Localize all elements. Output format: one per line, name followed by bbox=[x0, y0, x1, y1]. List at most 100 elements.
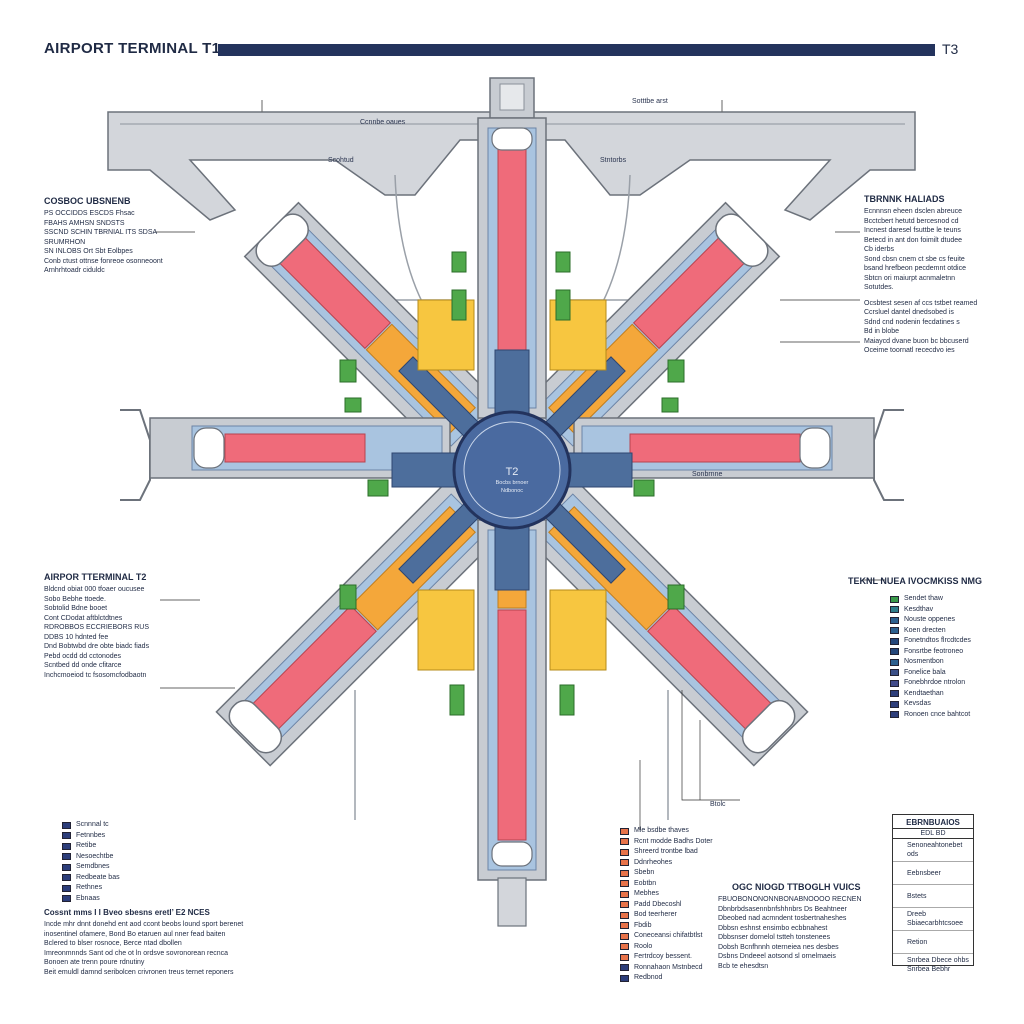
legend-swatch bbox=[62, 821, 71, 829]
legend-item: Sendet thaw bbox=[890, 594, 982, 605]
page-title: AIRPORT TERMINAL T1, bbox=[44, 40, 225, 57]
info-bottom-center-heading: OGC NIOGD TTBOGLH VUICS bbox=[732, 882, 861, 892]
legend-label: Fonsrtbe feotroneo bbox=[904, 647, 964, 655]
info-line: DDBS 10 hdnted fee bbox=[44, 633, 109, 641]
info-line: Ecnnnsn eheen dsclen abreuce bbox=[864, 208, 963, 215]
legend-label: Sbebn bbox=[634, 869, 655, 877]
info-line: FBAHS AMHSN SNDSTS bbox=[44, 219, 125, 227]
legend-swatch bbox=[620, 943, 629, 951]
legend-label: Redbeate bas bbox=[76, 873, 120, 881]
hub-sublabel-2: Ndbonoc bbox=[500, 488, 524, 494]
legend-swatch bbox=[620, 827, 629, 835]
legend-swatch bbox=[890, 669, 899, 677]
terminal-info-row: Eebnsbeer bbox=[893, 862, 973, 885]
info-mid-left: AIRPOR TTERMINAL T2 Bldcnd obiat 000 tfo… bbox=[44, 572, 149, 680]
legend-swatch bbox=[620, 890, 629, 898]
legend-swatch bbox=[890, 658, 899, 666]
info-line: Pebd ocdd dd cctonodes bbox=[44, 652, 122, 660]
info-mid-left-heading: AIRPOR TTERMINAL T2 bbox=[44, 572, 147, 582]
terminal-info-row: Retion bbox=[893, 931, 973, 954]
terminal-t3-label: T3 bbox=[942, 41, 959, 57]
legend-swatch bbox=[890, 595, 899, 603]
legend-item: Fonetndtos flrcdtcdes bbox=[890, 636, 982, 647]
legend-item: Sbebn bbox=[620, 868, 713, 879]
legend-item: Mebhes bbox=[620, 889, 713, 900]
legend-item: Scnnnal tc bbox=[62, 820, 120, 831]
legend-label: Nouste oppenes bbox=[904, 616, 955, 624]
terminal-info-row: Snrbea Dbece ohbs Snrbea Bebhr bbox=[907, 957, 969, 973]
legend-label: Koen drecten bbox=[904, 626, 946, 634]
info-line: Betecd in ant don foimilt dtudee bbox=[864, 236, 963, 244]
info-line: Sobtolid Bdne booet bbox=[44, 605, 108, 612]
info-line: Bd in blobe bbox=[864, 328, 900, 335]
legend-label: Nosmentbon bbox=[904, 658, 944, 666]
title-bar bbox=[218, 44, 935, 56]
legend-item: Redbeate bas bbox=[62, 873, 120, 884]
legend-swatch bbox=[890, 711, 899, 719]
info-line: Dbeobed nad acmndent tosbertnaheshes bbox=[718, 915, 847, 922]
legend-swatch bbox=[620, 911, 629, 919]
info-line: SRUMRHON bbox=[44, 238, 86, 246]
info-line: SSCND SCHIN TBRNIAL ITS SDSA bbox=[44, 229, 158, 236]
legend-label: Nesoechtbe bbox=[76, 852, 114, 860]
info-line: Imreonmnnds Sant od che ot ln ordsve sov… bbox=[44, 949, 229, 957]
info-line: Sobo Bebhe ttoede. bbox=[44, 595, 106, 603]
legend-item: Ronoen cnce bahtcot bbox=[890, 710, 982, 721]
legend-item: Fetnnbes bbox=[62, 831, 120, 842]
info-upper-right: TBRNNK HALIADS Ecnnnsn eheen dsclen abre… bbox=[864, 194, 977, 356]
legend-item: Coneceansi chifatbtlst bbox=[620, 931, 713, 942]
info-line: Bcb te ehesdtsn bbox=[718, 962, 769, 970]
hub-label: T2 bbox=[505, 466, 519, 478]
legend-label: Bod teerherer bbox=[634, 911, 677, 919]
legend-label: Eobtbn bbox=[634, 879, 657, 887]
info-line: Cont CDodat aftblctdtnes bbox=[44, 614, 123, 622]
legend-item: Padd Dbecoshl bbox=[620, 900, 713, 911]
legend-item: Bod teerherer bbox=[620, 910, 713, 921]
legend-item: Eobtbn bbox=[620, 879, 713, 890]
info-line: Sotutdes. bbox=[864, 284, 894, 291]
info-line: Conb ctust ottnse fonreoe osonneoont bbox=[44, 257, 163, 265]
legend-item: Fonsrtbe feotroneo bbox=[890, 647, 982, 658]
info-upper-left-heading: COSBOC UBSNENB bbox=[44, 196, 131, 206]
legend-label: Semdbnes bbox=[76, 863, 110, 871]
legend-right-heading: TEKNL NUEA IVOCMKISS NMG bbox=[848, 576, 983, 586]
legend-label: Mebhes bbox=[634, 890, 659, 898]
info-line: Dbnbrbdsasennbnfshhnbrs Ds Beahtneer bbox=[718, 905, 847, 913]
central-hub bbox=[452, 410, 572, 530]
legend-swatch bbox=[890, 648, 899, 656]
legend-item: Ddnrheohes bbox=[620, 858, 713, 869]
info-line: Dbbsn eshnst ensimbo ecbbnahest bbox=[718, 924, 828, 932]
label-bottom-right: Btolc bbox=[710, 801, 726, 808]
legend-swatch bbox=[890, 606, 899, 614]
legend-item: Fertrdcoy bessent. bbox=[620, 952, 713, 963]
info-line: Ocsbtest sesen af ccs tstbet reamed bbox=[864, 299, 978, 307]
info-line: Incnest daresel fsuttbe le teuns bbox=[864, 227, 961, 234]
hub-sublabel-1: Bocbs brnoer bbox=[495, 480, 529, 486]
legend-item: Semdbnes bbox=[62, 862, 120, 873]
info-line: Dbbsnser dornelol tstteh tonstenees bbox=[718, 934, 831, 941]
legend-swatch bbox=[62, 863, 71, 871]
legend-item: Kesdthav bbox=[890, 605, 982, 616]
legend-label: Sendet thaw bbox=[904, 595, 943, 603]
info-bottom-left-heading: Cossnt mms I I Bveo sbesns eretl’ E2 NCE… bbox=[44, 908, 210, 917]
gate-blocks bbox=[417, 299, 607, 671]
legend-label: Fonelice bala bbox=[904, 668, 946, 676]
legend-swatch bbox=[620, 922, 629, 930]
legend-item: Fonelice bala bbox=[890, 668, 982, 679]
info-line: RDROBBOS ECCRIEBORS RUS bbox=[44, 624, 150, 631]
legend-label: Fertrdcoy bessent. bbox=[634, 953, 692, 961]
info-line: Bldcnd obiat 000 tfoaer oucusee bbox=[44, 586, 145, 593]
legend-item: Ronnahaon Mstnbecd bbox=[620, 963, 713, 974]
legend-swatch bbox=[62, 853, 71, 861]
legend-swatch bbox=[620, 838, 629, 846]
legend-swatch bbox=[620, 859, 629, 867]
legend-swatch bbox=[62, 842, 71, 850]
legend-item: Kendtaethan bbox=[890, 689, 982, 700]
legend-swatch bbox=[62, 884, 71, 892]
info-line: PS OCCIDDS ESCDS Fhsac bbox=[44, 210, 135, 217]
terminal-info-row: Dreeb Sbiaecarbhtcsoee bbox=[893, 908, 973, 931]
